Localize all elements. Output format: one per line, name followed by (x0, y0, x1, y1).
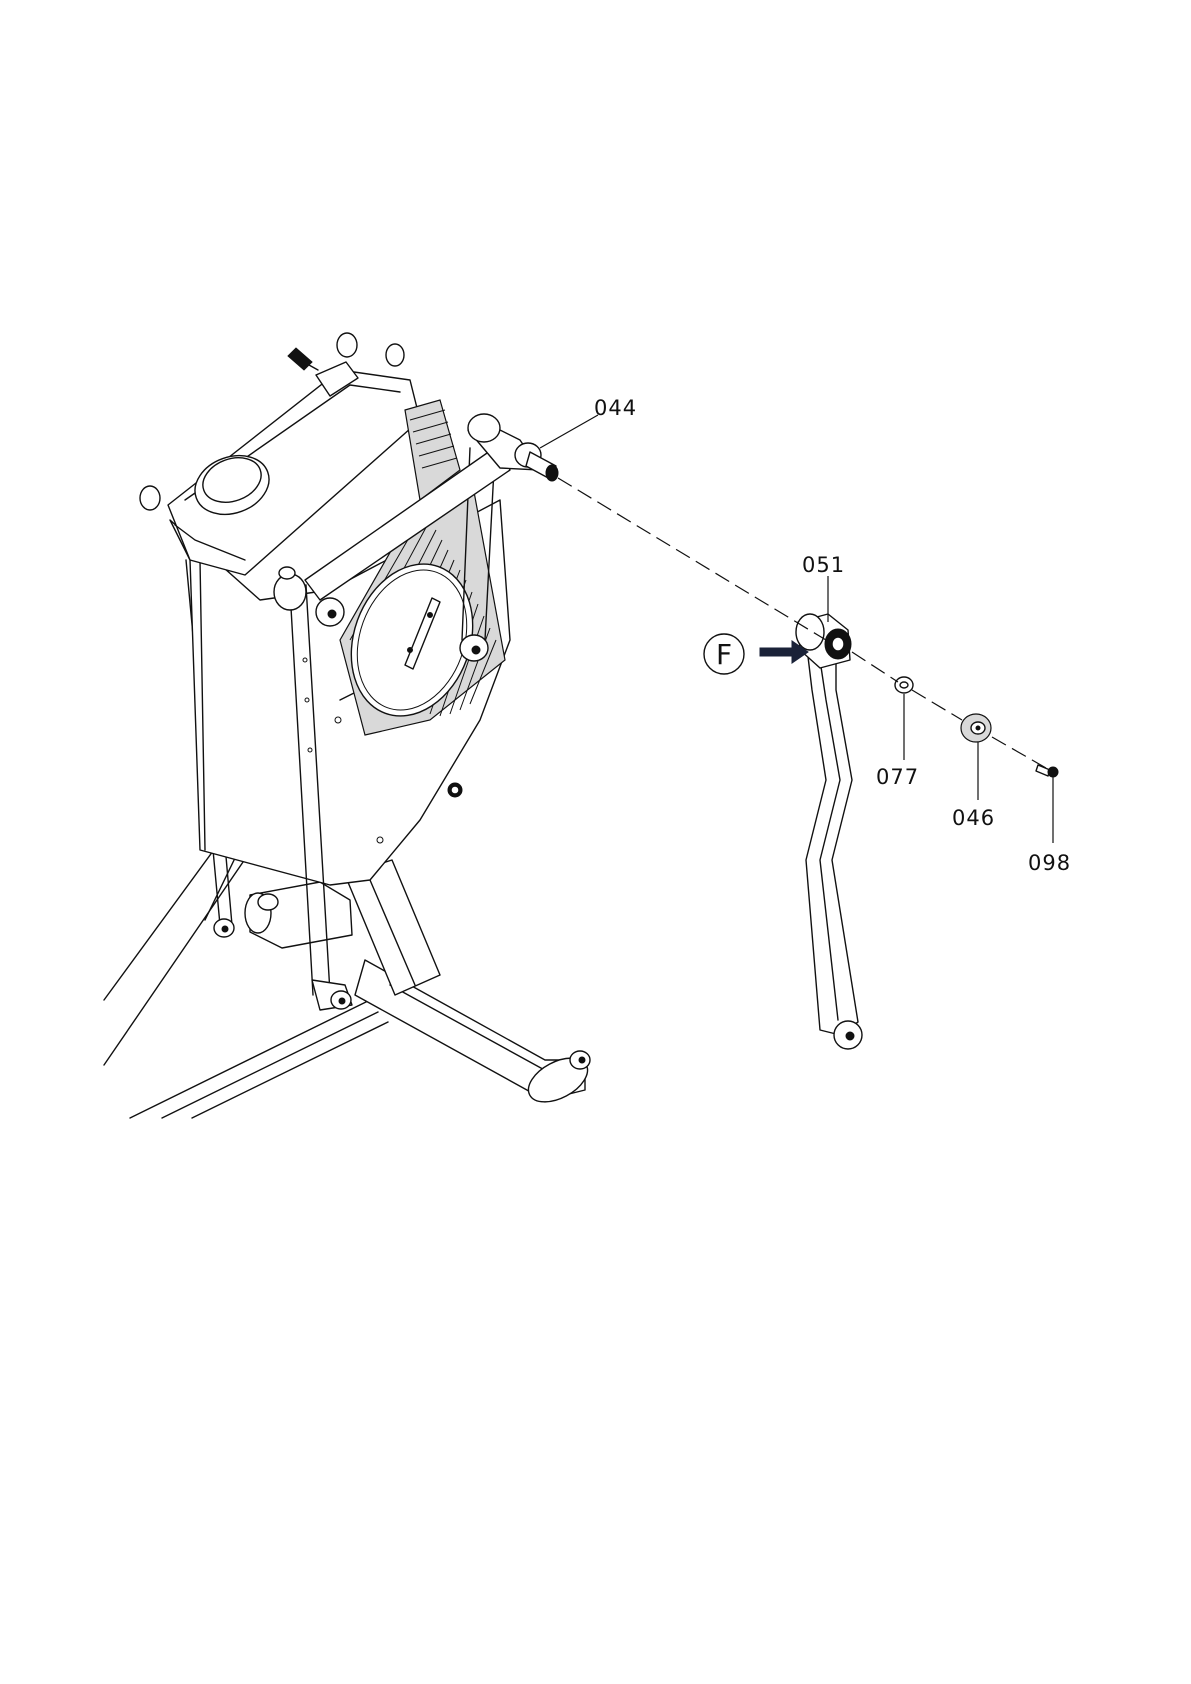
end-cap-046 (961, 714, 991, 742)
label-098: 098 (1028, 851, 1071, 875)
callout-077: 077 (876, 694, 919, 789)
pedal-arm-051 (796, 614, 862, 1049)
label-077: 077 (876, 765, 919, 789)
callout-044: 044 (540, 396, 637, 448)
callout-098: 098 (1028, 777, 1071, 875)
label-044: 044 (594, 396, 637, 420)
lower-crossbar (245, 882, 352, 948)
base-rail (130, 1000, 388, 1118)
callout-046: 046 (952, 742, 995, 830)
bolt-098 (1036, 765, 1058, 777)
washer-077 (895, 677, 913, 693)
machine-frame (104, 333, 595, 1118)
callout-051: 051 (802, 553, 845, 622)
step-marker-letter: F (716, 638, 732, 671)
label-051: 051 (802, 553, 845, 577)
step-marker: F (704, 634, 744, 674)
label-046: 046 (952, 806, 995, 830)
